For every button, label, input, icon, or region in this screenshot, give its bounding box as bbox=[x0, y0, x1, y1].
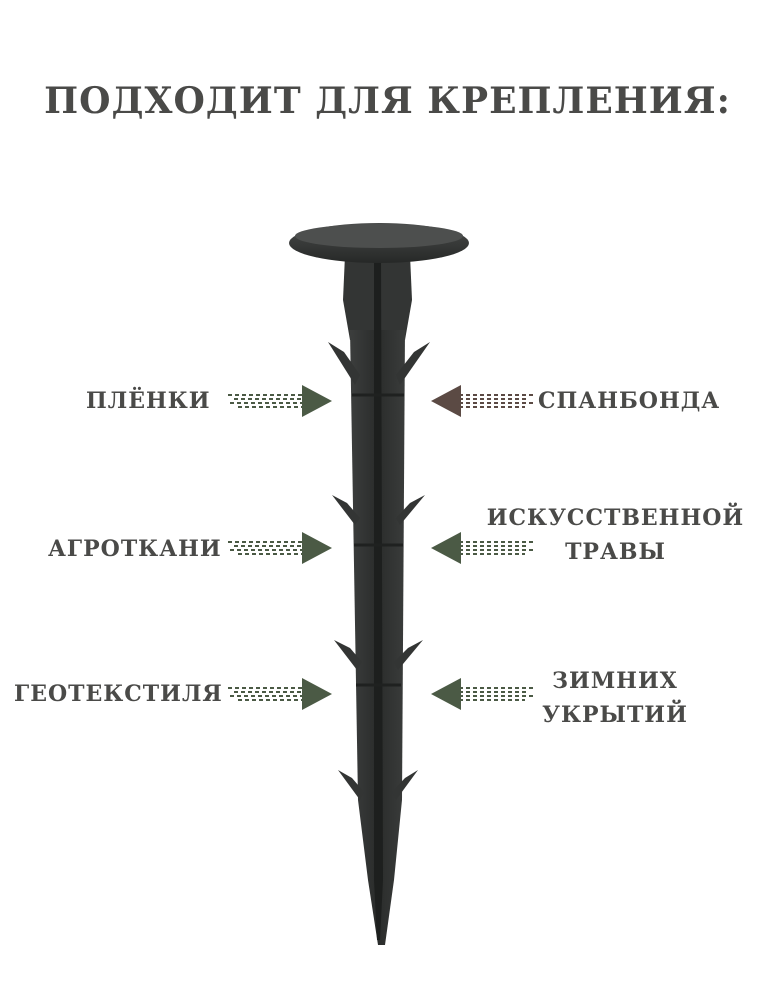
page-title: ПОДХОДИТ ДЛЯ КРЕПЛЕНИЯ: bbox=[44, 80, 731, 122]
arrow-right-icon bbox=[228, 532, 332, 564]
label-zimnih-ukrytiy: ЗИМНИХ УКРЫТИЙ bbox=[540, 664, 690, 732]
label-agrotkani: АГРОТКАНИ bbox=[48, 536, 222, 562]
label-geotekstilya: ГЕОТЕКСТИЛЯ bbox=[14, 681, 223, 707]
label-iskusstvennoy-travy: ИСКУССТВЕННОЙ ТРАВЫ bbox=[483, 501, 748, 569]
arrow-left-icon bbox=[431, 678, 535, 710]
arrow-left-icon bbox=[431, 532, 535, 564]
label-zimnih-line2: УКРЫТИЙ bbox=[542, 702, 688, 728]
label-iskusstvennoy-line1: ИСКУССТВЕННОЙ bbox=[486, 505, 745, 531]
arrow-right-icon bbox=[228, 385, 332, 417]
label-zimnih-line1: ЗИМНИХ bbox=[552, 668, 678, 694]
label-plenki: ПЛЁНКИ bbox=[86, 388, 211, 414]
arrow-left-icon bbox=[431, 385, 535, 417]
label-spanbonda-line1: СПАНБОНДА bbox=[538, 388, 721, 414]
label-iskusstvennoy-line2: ТРАВЫ bbox=[565, 539, 666, 565]
label-spanbonda: СПАНБОНДА bbox=[538, 384, 720, 418]
arrow-right-icon bbox=[228, 678, 332, 710]
